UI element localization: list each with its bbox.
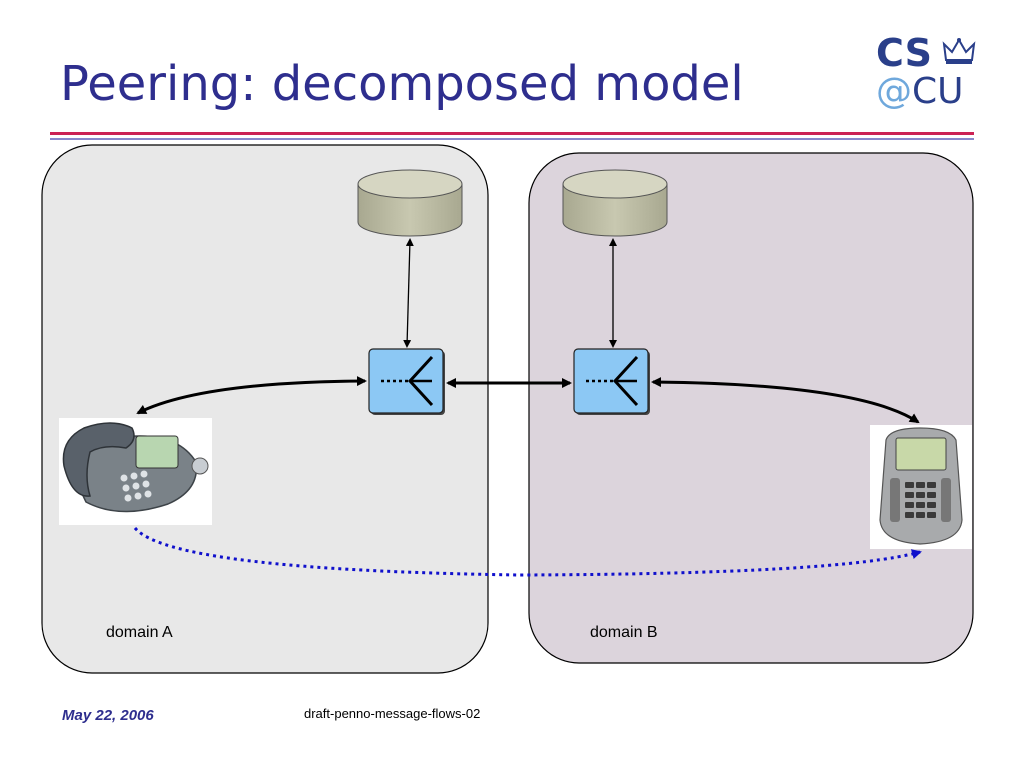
logo-at-cu-text: @CU <box>876 74 964 110</box>
title-rule-blue <box>50 138 974 140</box>
title-rule-red <box>50 132 974 135</box>
slide-title: Peering: decomposed model <box>60 56 744 112</box>
domain-a-label: domain A <box>106 624 173 641</box>
logo-at-symbol: @ <box>876 71 912 112</box>
logo-cs-text: CS <box>876 31 932 75</box>
crown-icon <box>942 38 976 64</box>
db-a-link <box>403 238 414 348</box>
media-path <box>133 526 922 577</box>
footer-draft-name: draft-penno-message-flows-02 <box>304 706 481 721</box>
database-a-icon <box>357 169 463 237</box>
softphone-icon <box>870 425 972 549</box>
desk-phone-icon <box>59 418 212 525</box>
proxy-a-phone-link <box>136 376 367 415</box>
logo-cu: CU <box>912 71 964 112</box>
domain-b-label: domain B <box>590 624 658 641</box>
proxy-b-icon <box>573 348 650 415</box>
proxy-a-icon <box>368 348 445 415</box>
proxy-b-phone-link <box>651 377 920 424</box>
cs-cu-logo: CS @CU <box>872 28 982 118</box>
database-b-icon <box>562 169 668 237</box>
footer-date: May 22, 2006 <box>62 707 154 724</box>
